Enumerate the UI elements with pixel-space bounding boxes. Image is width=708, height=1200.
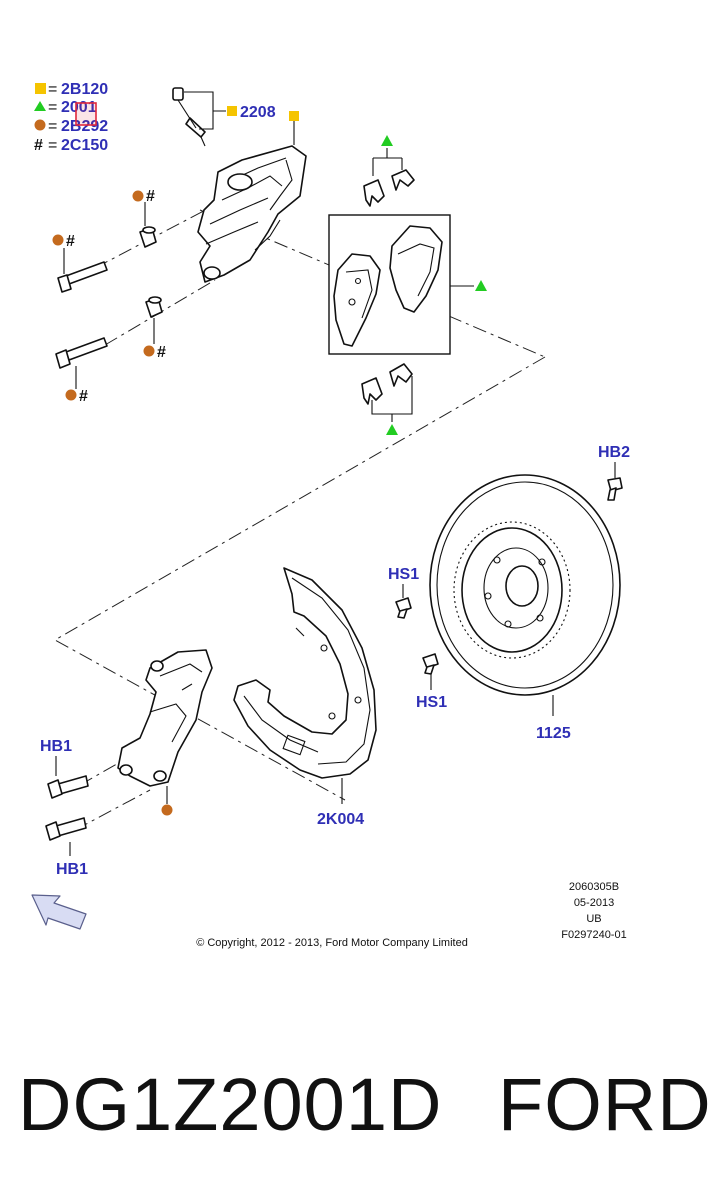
legend-circle-marker	[34, 119, 46, 131]
wear-sensor[interactable]	[172, 87, 206, 147]
legend-triangle-marker	[34, 101, 46, 111]
boot-upper-circle-marker	[132, 190, 144, 202]
clips-lower-triangle-marker	[386, 424, 398, 435]
legend-eq-2: =	[48, 99, 57, 116]
legend-eq-1: =	[48, 81, 57, 98]
legend-code-4: 2C150	[61, 137, 108, 154]
selection-highlight[interactable]	[75, 102, 97, 126]
legend-eq-4: =	[48, 137, 57, 154]
hb2-callout: HB2	[598, 444, 630, 461]
legend-hash-marker: #	[34, 137, 43, 154]
meta-date: 05-2013	[574, 897, 614, 909]
bolt-centerline-lower	[74, 789, 151, 831]
sensor-leader	[184, 91, 226, 130]
brake-pad-outer[interactable]	[389, 225, 443, 313]
caliper-square-marker	[289, 111, 299, 121]
bracket-bolt-lower[interactable]	[45, 817, 87, 841]
rotor-screw[interactable]	[607, 477, 623, 501]
shield-screw-top[interactable]	[395, 597, 412, 619]
hs1-top-callout: HS1	[388, 566, 419, 583]
clips-lower-leader	[371, 376, 413, 422]
legend-code-1: 2B120	[61, 81, 108, 98]
brake-caliper[interactable]	[197, 145, 307, 283]
pin-boot-lower[interactable]	[145, 296, 163, 318]
boot-lower-circle-marker	[143, 345, 155, 357]
hb1-top-callout: HB1	[40, 738, 72, 755]
bracket-bolt-upper[interactable]	[47, 775, 89, 799]
rotor-callout: 1125	[536, 725, 571, 742]
shield-screw-bottom[interactable]	[422, 653, 439, 675]
pin-lower-circle-marker	[65, 389, 77, 401]
clips-upper-leader	[372, 148, 403, 176]
sensor-callout: 2208	[240, 104, 276, 121]
pin-lower-hash: #	[79, 388, 88, 405]
sensor-square-marker	[227, 106, 237, 116]
pin-upper-circle-marker	[52, 234, 64, 246]
brake-pad-inner[interactable]	[333, 253, 381, 347]
assembly-centerline	[53, 356, 546, 801]
clips-upper-triangle-marker	[381, 135, 393, 146]
shield-callout: 2K004	[317, 811, 364, 828]
legend-eq-3: =	[48, 118, 57, 135]
boot-upper-hash: #	[146, 188, 155, 205]
pad-clip-upper-left[interactable]	[363, 179, 385, 207]
direction-arrow-icon	[31, 894, 87, 930]
guide-pin-upper[interactable]	[57, 261, 108, 293]
pad-clip-upper-right[interactable]	[391, 169, 415, 191]
guide-pin-lower[interactable]	[55, 337, 108, 369]
part-number: DG1Z2001D	[18, 1063, 443, 1146]
caliper-bracket[interactable]	[117, 649, 213, 787]
brake-exploded-diagram: = 2B120 = 2001 = 2B292 # = 2C150 2208	[31, 81, 630, 949]
hb1-bottom-callout: HB1	[56, 861, 88, 878]
brand-name: FORD	[498, 1063, 708, 1146]
legend: = 2B120 = 2001 = 2B292 # = 2C150	[34, 81, 108, 154]
pad-clip-lower-right[interactable]	[389, 363, 413, 387]
splash-shield[interactable]	[233, 567, 377, 779]
meta-code: UB	[586, 913, 601, 925]
meta-ref: 2060305B	[569, 881, 619, 893]
meta-figure: F0297240-01	[561, 929, 626, 941]
pad-clip-lower-left[interactable]	[361, 377, 383, 405]
boot-lower-hash: #	[157, 344, 166, 361]
brake-rotor[interactable]	[429, 474, 621, 696]
pads-triangle-marker	[475, 280, 487, 291]
bracket-circle-marker	[161, 804, 173, 816]
hs1-bottom-callout: HS1	[416, 694, 447, 711]
legend-square-marker	[35, 83, 46, 94]
copyright: © Copyright, 2012 - 2013, Ford Motor Com…	[196, 937, 468, 949]
pin-upper-hash: #	[66, 233, 75, 250]
pin-boot-upper[interactable]	[139, 226, 157, 248]
